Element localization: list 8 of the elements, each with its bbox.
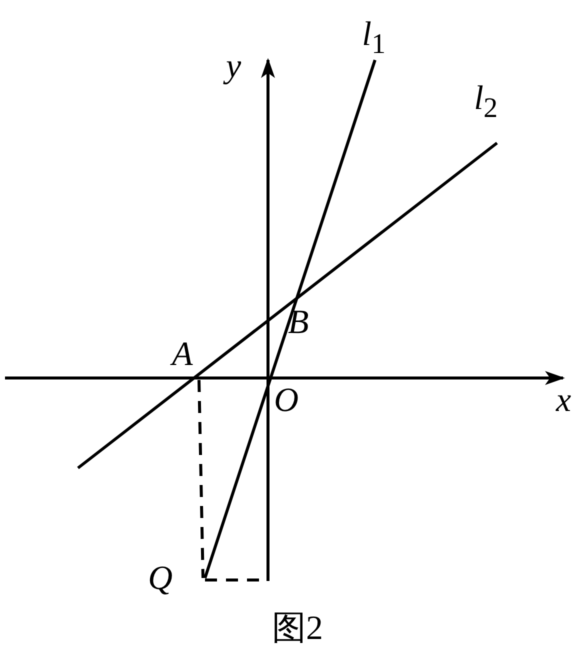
- axis-label: x: [556, 384, 572, 418]
- figure-caption: 图2: [272, 612, 323, 646]
- point-label: Q: [148, 562, 173, 596]
- point-label: O: [274, 384, 299, 418]
- line-label: l$_{1}$: [362, 18, 386, 60]
- point-label: B: [288, 306, 309, 340]
- line-label: l$_{2}$: [474, 82, 498, 124]
- point-label: A: [172, 338, 193, 372]
